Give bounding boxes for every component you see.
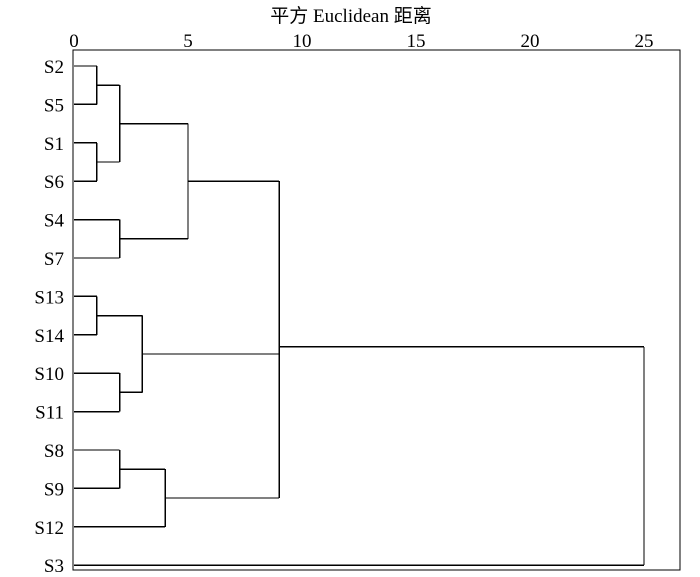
dendrogram-links [74, 65, 645, 566]
leaf-label: S2 [44, 57, 64, 78]
plot-frame [72, 49, 681, 571]
x-tick-label: 10 [293, 31, 312, 52]
leaf-label: S6 [44, 172, 64, 193]
leaf-label: S1 [44, 134, 64, 155]
x-tick-label: 0 [69, 31, 79, 52]
leaf-label: S10 [34, 364, 64, 385]
leaf-label: S13 [34, 287, 64, 308]
leaf-label: S12 [34, 518, 64, 539]
leaf-label: S4 [44, 211, 65, 232]
x-tick-label: 25 [635, 31, 654, 52]
x-axis-ticks: 0 5 10 15 20 25 [69, 31, 653, 52]
leaf-label: S8 [44, 441, 64, 462]
x-tick-label: 5 [183, 31, 193, 52]
chart-title: 平方 Euclidean 距离 [270, 5, 431, 27]
leaf-label: S9 [44, 479, 64, 500]
leaf-label: S14 [34, 326, 64, 347]
leaf-label: S3 [44, 556, 64, 577]
leaf-label: S7 [44, 249, 64, 270]
x-tick-label: 15 [407, 31, 426, 52]
leaf-label: S5 [44, 95, 64, 116]
x-tick-label: 20 [521, 31, 540, 52]
leaf-label: S11 [35, 403, 64, 424]
